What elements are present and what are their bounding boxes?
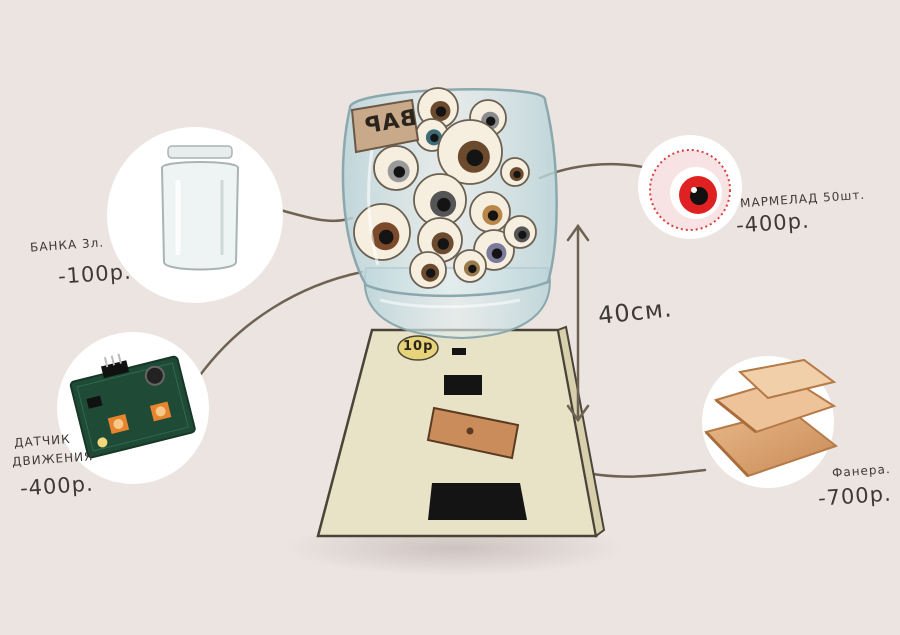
coin-slot <box>452 348 466 355</box>
coin-price-badge <box>397 335 439 361</box>
eyeball-pupil <box>426 268 436 278</box>
eyeball-pupil <box>435 106 447 117</box>
eyeball-pupil <box>437 238 450 250</box>
coin-price-label: 10р <box>403 339 434 354</box>
eyeball-pupil <box>466 149 484 167</box>
eyeball-pupil <box>486 116 496 126</box>
candy-price: -400р. <box>735 208 811 238</box>
drawer <box>426 406 520 460</box>
sensor-photo <box>57 332 209 484</box>
jar-sticker <box>350 98 420 154</box>
plywood-price: -700р. <box>817 481 893 511</box>
machine-cabinet <box>316 325 606 538</box>
eyeball-pupil <box>437 197 451 212</box>
eyeball-pupil <box>468 264 477 274</box>
eyeball-pupil <box>491 248 503 259</box>
eyeball-pupil <box>393 166 406 178</box>
upper-slot <box>444 375 482 395</box>
eyeball-pupil <box>430 133 439 143</box>
candy-photo <box>638 135 742 239</box>
eyeball-pupil <box>487 210 499 221</box>
eyeball-pupil <box>378 229 394 245</box>
height-arrow <box>566 223 590 423</box>
plywood-photo <box>702 356 839 488</box>
jar-price: -100р. <box>57 259 133 289</box>
eyeball-pupil <box>518 230 527 240</box>
sensor-price: -400р. <box>19 471 95 501</box>
output-opening <box>428 483 527 520</box>
jar-photo <box>107 127 283 303</box>
connector-jar <box>278 208 354 223</box>
eyeball-pupil <box>513 170 521 179</box>
eyeballs <box>353 87 537 289</box>
connector-sensor <box>196 270 364 380</box>
